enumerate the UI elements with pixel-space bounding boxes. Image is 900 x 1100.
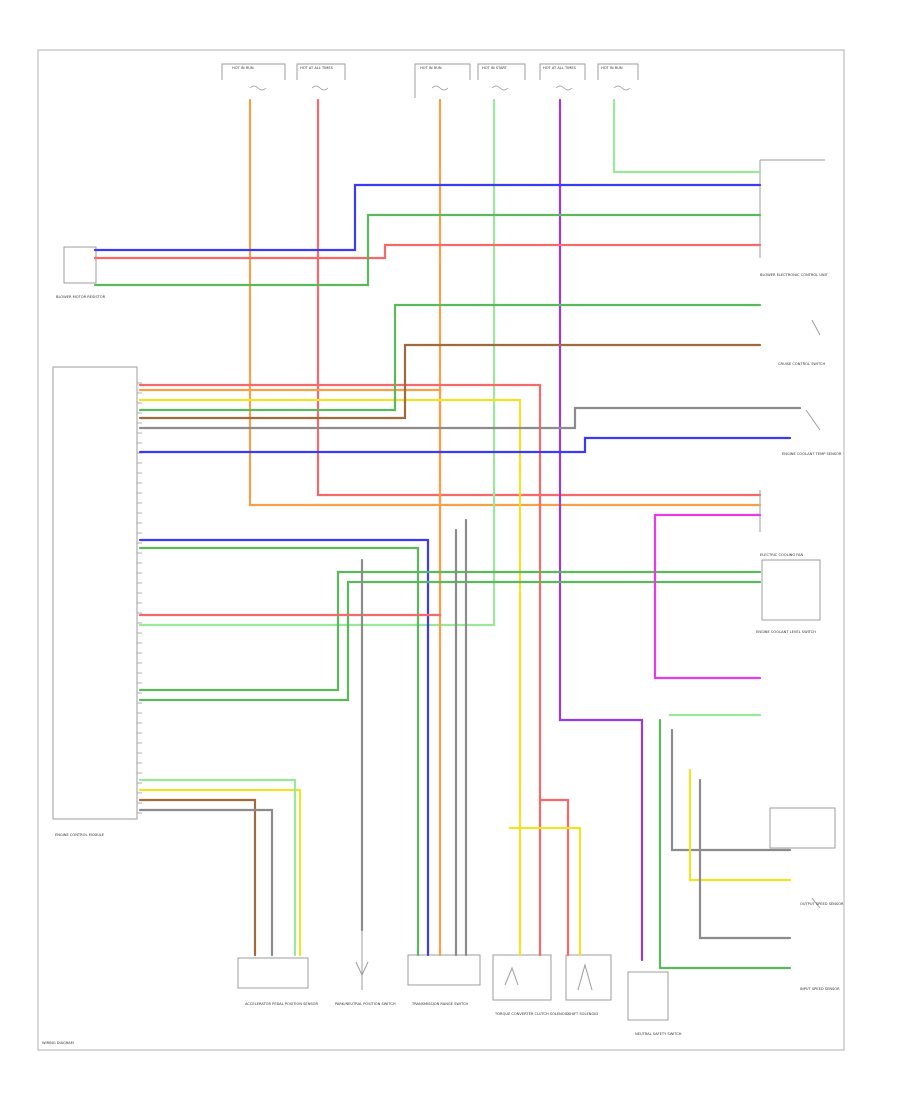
wire-gray-32 [698,778,792,940]
bottom-component-5: SHIFT SOLENOID [565,954,612,1016]
ecm-box [52,366,138,820]
bottom-1-label: ACCELERATOR PEDAL POSITION SENSOR [245,1002,318,1006]
right-sensor-5: OUTPUT SPEED SENSOR [800,897,844,909]
wire-green-12 [138,303,762,412]
fuse-label-4: HOT IN START [482,66,508,70]
right-switch-1: CRUISE CONTROL SWITCH [778,319,825,366]
wire-yellow-27 [508,826,582,957]
ecm-label: ENGINE CONTROL MODULE [55,833,105,837]
bottom-component-2: PARK/NEUTRAL POSITION SWITCH [335,930,396,1006]
wire-lightgreen-5 [612,98,762,174]
bottom-4-label: TORQUE CONVERTER CLUTCH SOLENOID [494,1012,569,1016]
wire-brown-13 [138,343,762,420]
fuse-label-3: HOT IN RUN [420,66,442,70]
fuse-label-1: HOT IN RUN [232,66,254,70]
wire-yellow-11 [138,398,522,957]
wires [93,98,802,970]
fuse-symbols [249,85,631,91]
bottom-3-label: TRANSMISSION RANGE SWITCH [411,1002,469,1006]
wire-brown-24 [138,798,257,957]
wire-red-1 [316,98,762,497]
right-connector-3-label: ELECTRIC COOLING FAN [760,553,803,557]
right-relay-box [769,807,836,849]
right-connector-3: ELECTRIC COOLING FAN [759,490,803,557]
wire-red-9 [138,383,542,957]
wire-orange-10 [138,388,442,957]
wire-blue-6 [93,183,762,252]
bottom-5-label: SHIFT SOLENOID [568,1012,598,1016]
wire-gray-30 [670,728,792,852]
bottom-component-6: NEUTRAL SAFETY SWITCH [627,971,682,1036]
wire-green-19 [138,580,762,702]
wire-green-29 [658,718,792,970]
left-connector-box [63,246,97,284]
fuse-block-2: HOT IN RUN HOT IN START HOT AT ALL TIMES… [414,63,639,98]
wire-red-7 [93,243,762,260]
left-connector-label: BLOWER MOTOR RESISTOR [56,295,106,299]
wire-purple-4 [558,98,644,962]
wire-orange-0 [248,98,762,507]
fuse-block-1: HOT IN RUN HOT AT ALL TIMES [221,63,346,80]
ecm-pin-rows [137,382,142,814]
footer-code: WIRING DIAGRAM [42,1041,74,1045]
wire-gray-14 [138,406,802,430]
wire-green-17 [138,546,420,957]
fuse-label-5: HOT AT ALL TIMES [543,66,577,70]
right-switch-1-label: CRUISE CONTROL SWITCH [778,362,825,366]
wire-yellow-31 [688,768,792,882]
right-sensor-5-label: OUTPUT SPEED SENSOR [800,902,844,906]
wire-green-8 [93,213,762,287]
wire-magenta-20 [653,513,762,680]
right-switch-2-label: ENGINE COOLANT TEMP SENSOR [782,452,842,456]
diagram-frame [37,49,845,1051]
bottom-component-1: ACCELERATOR PEDAL POSITION SENSOR [237,957,318,1006]
wire-lightgreen-23 [138,778,297,957]
bottom-2-label: PARK/NEUTRAL POSITION SWITCH [335,1002,396,1006]
wire-gray-25 [138,808,274,957]
wire-lightgreen-3 [138,98,496,627]
right-switch-2: ENGINE COOLANT TEMP SENSOR [782,409,842,456]
wire-blue-15 [138,436,792,454]
fuse-label-6: HOT IN RUN [601,66,623,70]
wire-red-26 [538,798,570,957]
bottom-component-4: TORQUE CONVERTER CLUTCH SOLENOID [492,954,569,1016]
bottom-component-3: TRANSMISSION RANGE SWITCH [407,954,481,1006]
fuse-label-2: HOT AT ALL TIMES [300,66,334,70]
right-sensor-6-label: INPUT SPEED SENSOR [800,987,840,991]
right-connector-4: ENGINE COOLANT LEVEL SWITCH [756,559,821,634]
right-sensor-6: INPUT SPEED SENSOR [800,987,840,991]
right-top-label: BLOWER ELECTRONIC CONTROL UNIT [760,273,829,277]
wire-green-18 [138,570,762,692]
right-top-connector: BLOWER ELECTRONIC CONTROL UNIT [759,159,829,277]
bottom-6-label: NEUTRAL SAFETY SWITCH [635,1032,682,1036]
wire-yellow-22 [138,788,302,957]
right-connector-4-label: ENGINE COOLANT LEVEL SWITCH [756,630,816,634]
wire-blue-16 [138,538,430,957]
